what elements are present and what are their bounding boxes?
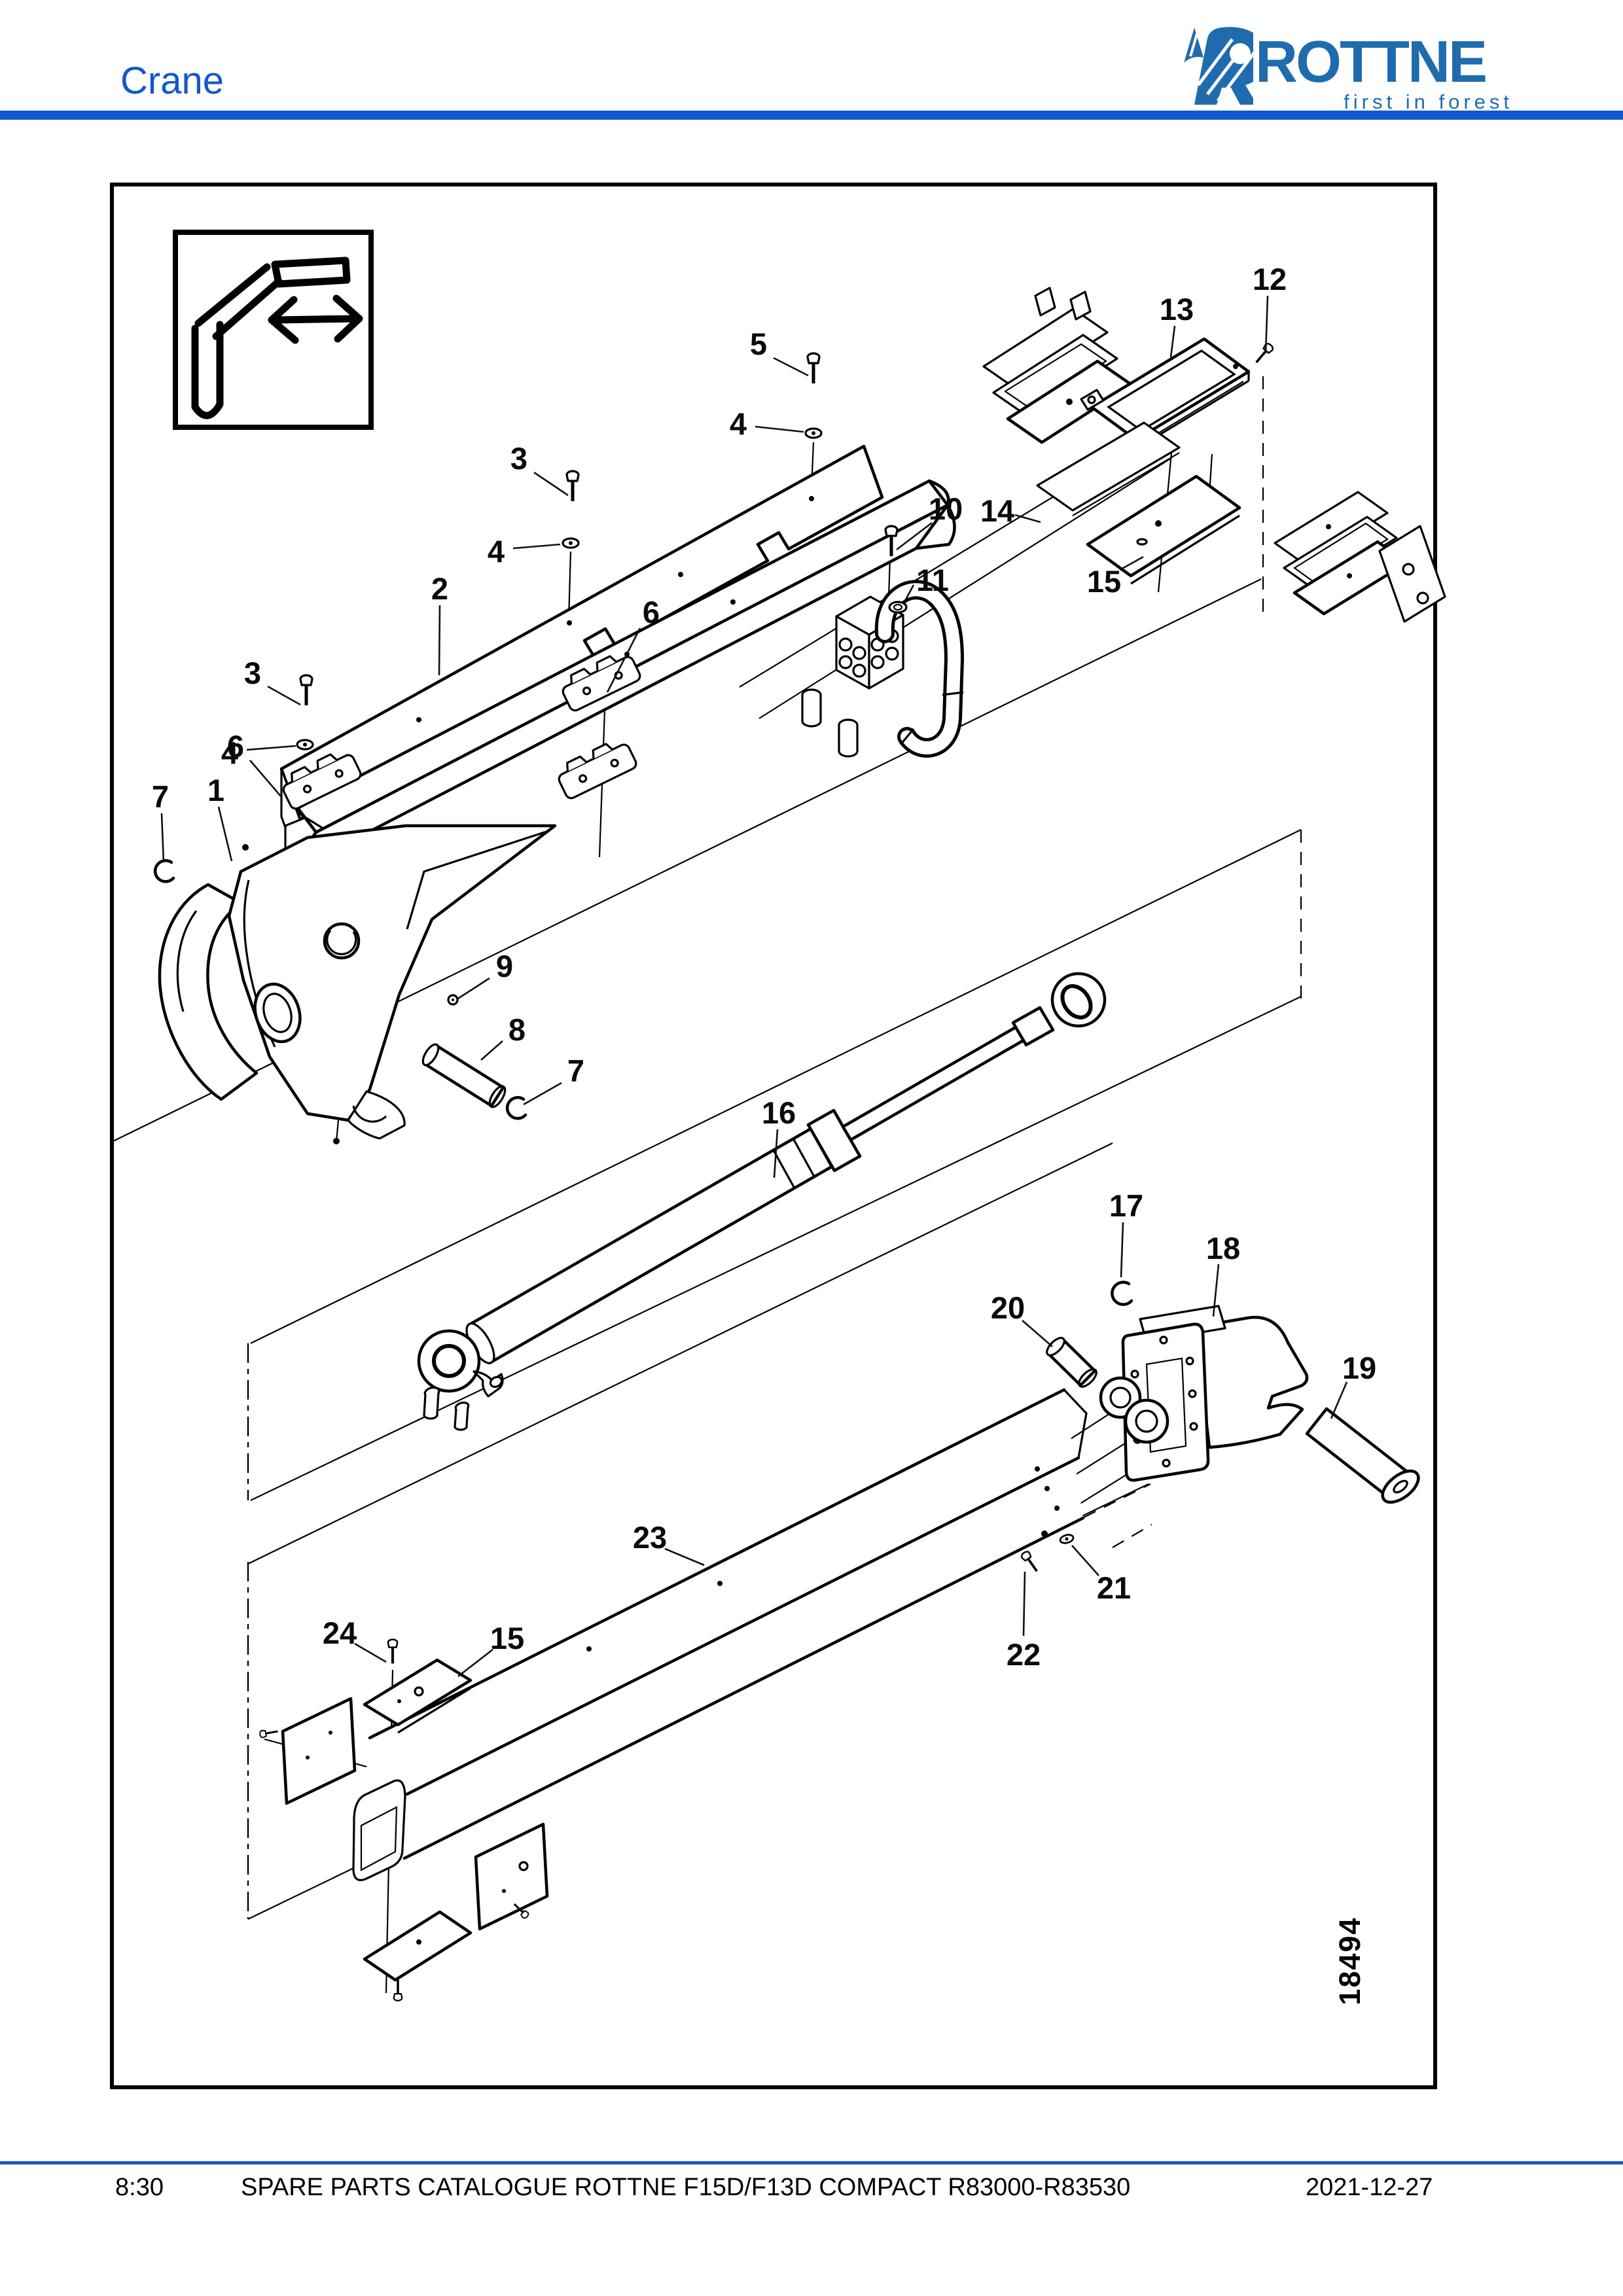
callout-layer: 1234534466798710111413121516171819202122… (152, 262, 1376, 1678)
crane-arm-extension-icon (173, 230, 374, 430)
callout-number-9: 9 (496, 949, 513, 983)
callout-leader-16 (773, 1129, 779, 1178)
part-1-tip-bracket (158, 824, 557, 1144)
callout-leader-2 (438, 605, 441, 676)
callout-leader-24 (354, 1642, 387, 1663)
callout-leader-12 (1264, 295, 1269, 354)
callout-number-5: 5 (750, 327, 767, 361)
callout-leader-19 (1330, 1381, 1348, 1419)
footer-catalogue-title: SPARE PARTS CATALOGUE ROTTNE F15D/F13D C… (241, 2174, 1131, 2201)
footer-divider-bar (0, 2161, 1623, 2164)
valve-block-assembly (801, 580, 965, 758)
callout-leader-18 (1212, 1263, 1220, 1317)
callout-number-16: 16 (762, 1095, 796, 1130)
callout-leader-8 (480, 1040, 503, 1061)
callout-number-19: 19 (1342, 1351, 1376, 1385)
callout-number-15: 15 (1087, 564, 1121, 599)
footer-date: 2021-12-27 (1306, 2174, 1433, 2201)
callout-leader-4 (755, 425, 804, 433)
callout-leader-15 (1119, 556, 1144, 571)
callout-number-2: 2 (431, 571, 448, 606)
callout-leader-6 (249, 760, 282, 798)
callout-number-23: 23 (633, 1520, 667, 1555)
callout-number-1: 1 (207, 773, 224, 807)
callout-leader-15 (457, 1648, 493, 1678)
callout-leader-6 (606, 627, 641, 693)
callout-number-20: 20 (991, 1290, 1025, 1325)
callout-leader-5 (773, 357, 809, 377)
callout-number-6: 6 (643, 595, 660, 629)
part-18-link-bracket (1099, 1305, 1309, 1482)
callout-leader-10 (896, 521, 933, 551)
part-20-bushing (1046, 1337, 1097, 1388)
callout-leader-7 (523, 1082, 562, 1106)
callout-leader-22 (1022, 1571, 1026, 1636)
callout-leader-3 (267, 685, 301, 706)
part-7-circlip-left (153, 859, 175, 883)
part-15-slide-pad-upper (1086, 474, 1241, 585)
callout-number-3: 3 (244, 656, 261, 690)
callout-number-15: 15 (490, 1621, 524, 1655)
callout-leader-11 (903, 584, 915, 603)
callout-number-22: 22 (1007, 1637, 1041, 1672)
logo-wordmark: ROTTNE (1255, 29, 1488, 95)
callout-number-11: 11 (916, 563, 949, 597)
callout-leader-13 (1169, 325, 1176, 358)
callout-number-3: 3 (510, 441, 527, 476)
callout-number-14: 14 (980, 493, 1014, 528)
callout-leader-23 (664, 1547, 705, 1566)
figure-number: 18494 (1333, 1916, 1366, 2005)
callout-number-18: 18 (1206, 1231, 1240, 1265)
part-14-shim-plate (1036, 421, 1181, 516)
callout-leader-21 (1071, 1545, 1099, 1576)
part-15-slide-pads-lower (281, 1658, 549, 1982)
part-17-circlip (1111, 1280, 1133, 1306)
part-19-pin (1305, 1407, 1420, 1504)
callout-number-7: 7 (567, 1053, 584, 1088)
callout-number-17: 17 (1109, 1188, 1143, 1223)
callout-number-13: 13 (1160, 292, 1194, 327)
callout-leader-3 (533, 471, 569, 497)
callout-leader-7 (160, 813, 165, 863)
part-16-extension-cylinder (417, 972, 1107, 1431)
part-7-circlip-right (505, 1096, 527, 1120)
callout-number-24: 24 (323, 1616, 357, 1650)
fasteners (258, 341, 1275, 2002)
logo-tagline: first in forest (1344, 90, 1513, 113)
rottne-r-mark-icon (1184, 27, 1253, 105)
callout-number-6: 6 (227, 729, 244, 764)
callout-number-7: 7 (152, 779, 169, 814)
callout-number-21: 21 (1097, 1570, 1131, 1605)
callout-leader-9 (457, 977, 490, 1000)
callout-leader-20 (1022, 1320, 1053, 1347)
part-23-lower-boom (352, 1388, 1088, 1881)
callout-number-12: 12 (1253, 262, 1287, 296)
callout-leader-14 (1014, 514, 1041, 523)
page-title: Crane (120, 60, 224, 102)
header-divider-bar (0, 111, 1623, 120)
footer-section-number: 8:30 (115, 2174, 164, 2201)
callout-number-8: 8 (508, 1012, 526, 1047)
callout-leader-1 (217, 806, 233, 862)
drawing-border (110, 183, 1437, 2089)
pad-cluster-right (1274, 491, 1446, 623)
callout-leader-4 (512, 543, 561, 550)
callout-number-4: 4 (488, 534, 505, 569)
callout-number-4: 4 (221, 735, 238, 770)
callout-leader-17 (1120, 1222, 1124, 1278)
part-8-pin (421, 1043, 507, 1108)
callout-number-4: 4 (730, 406, 747, 441)
callout-leader-4 (246, 745, 296, 751)
callout-number-10: 10 (929, 491, 963, 526)
pad-cluster-upper (982, 287, 1133, 444)
